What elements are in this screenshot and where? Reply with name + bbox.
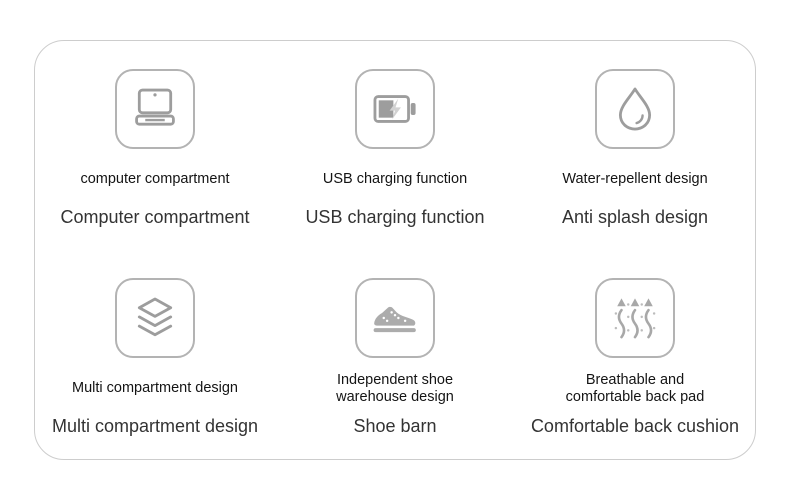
layers-icon: [115, 278, 195, 358]
feature-card-breathable-back: Breathable and comfortable back pad Comf…: [515, 250, 755, 459]
feature-card-computer-compartment: computer compartment Computer compartmen…: [35, 41, 275, 250]
breathable-arrows-icon: [595, 278, 675, 358]
feature-card-shoe-compartment: Independent shoe warehouse design Shoe b…: [275, 250, 515, 459]
sneaker-icon: [355, 278, 435, 358]
feature-subtitle: Independent shoe warehouse design: [336, 371, 454, 405]
water-droplet-icon: [595, 69, 675, 149]
feature-grid: computer compartment Computer compartmen…: [34, 40, 756, 460]
feature-title: Anti splash design: [561, 207, 709, 227]
feature-title: Comfortable back cushion: [530, 416, 740, 436]
feature-title: Multi compartment design: [51, 416, 259, 436]
feature-card-multi-compartment: Multi compartment design Multi compartme…: [35, 250, 275, 459]
laptop-icon: [115, 69, 195, 149]
usb-charging-battery-icon: [355, 69, 435, 149]
feature-card-water-repellent: Water-repellent design Anti splash desig…: [515, 41, 755, 250]
feature-title: Shoe barn: [353, 416, 437, 436]
feature-subtitle: Multi compartment design: [71, 380, 238, 397]
feature-title: Computer compartment: [60, 207, 250, 227]
feature-subtitle: Breathable and comfortable back pad: [565, 371, 705, 405]
feature-subtitle: computer compartment: [80, 171, 230, 188]
feature-title: USB charging function: [305, 207, 485, 227]
feature-subtitle: USB charging function: [322, 171, 468, 188]
feature-subtitle: Water-repellent design: [562, 171, 708, 188]
feature-card-usb-charging: USB charging function USB charging funct…: [275, 41, 515, 250]
